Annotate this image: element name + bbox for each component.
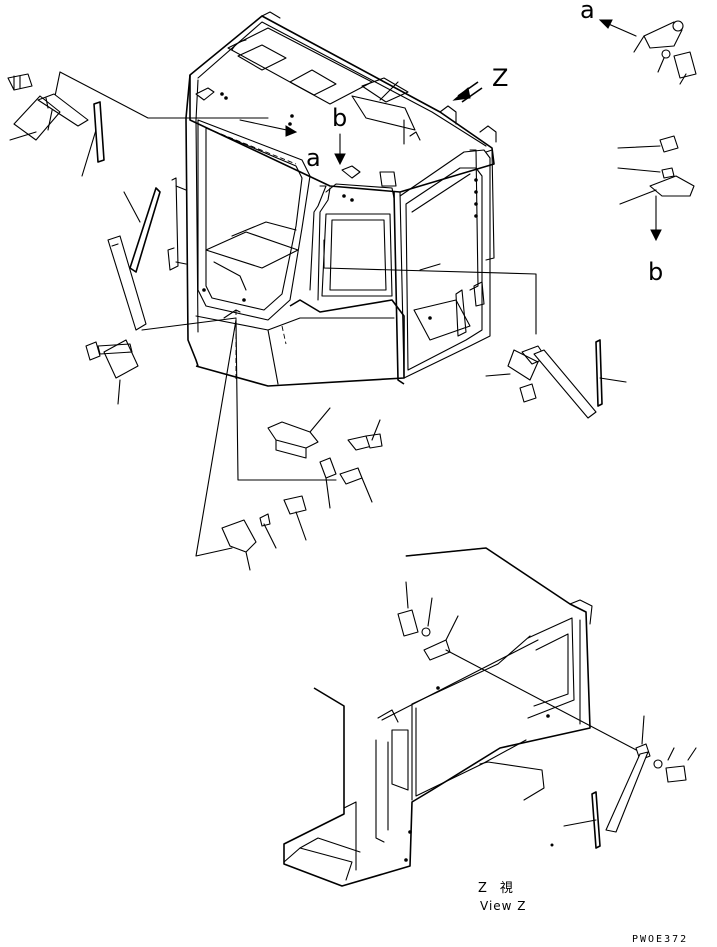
drawing-code: PWOE372 xyxy=(632,934,688,945)
leader-lines xyxy=(47,71,537,557)
callout-b-right: b xyxy=(648,258,663,286)
wiper-arm-lower-left xyxy=(85,187,161,405)
wiper-arm-upper-left xyxy=(7,73,105,177)
hinge-bracket-top-right xyxy=(598,19,697,85)
mounting-brackets-middle xyxy=(221,407,383,571)
wiper-arm-right-mid xyxy=(485,339,627,419)
view-label-en: View Z xyxy=(480,899,527,913)
callout-a-top: a xyxy=(580,0,595,24)
view-label-jp: Z 視 xyxy=(478,881,513,896)
callout-a-mid: a xyxy=(306,144,321,172)
hinge-bracket-right xyxy=(617,135,695,242)
view-z-cab xyxy=(283,547,697,887)
cab-main xyxy=(167,11,497,387)
callout-z: Z xyxy=(492,64,508,92)
callout-b-top: b xyxy=(332,104,347,132)
